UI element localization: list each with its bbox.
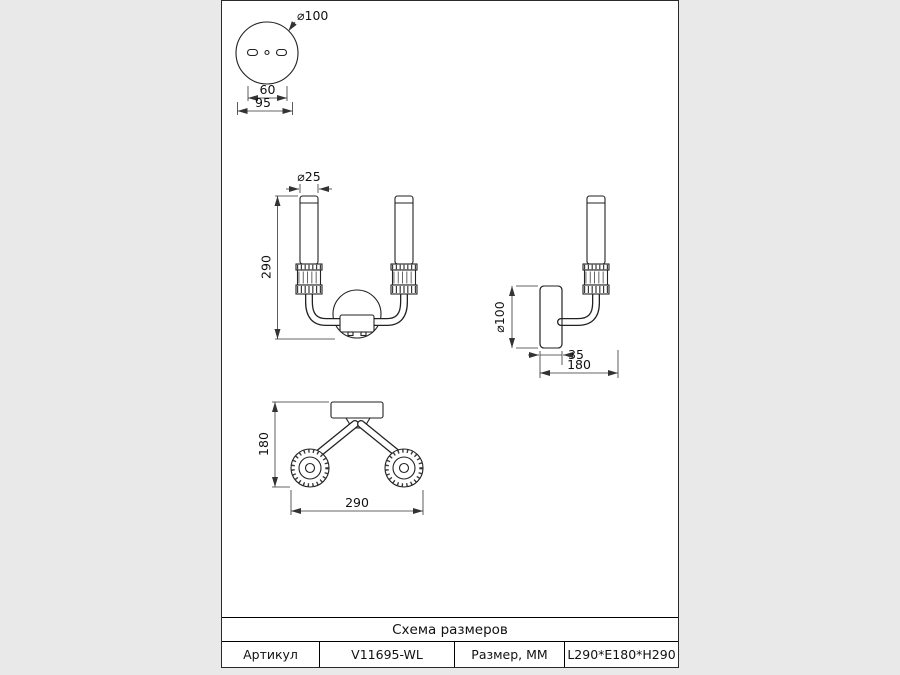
top-view: 180 290 <box>256 401 425 515</box>
dim-label-backplate-diameter: ⌀100 <box>297 8 328 23</box>
table-row: Артикул V11695-WL Размер, ММ L290*E180*H… <box>222 642 678 667</box>
dim-label-depth: 180 <box>567 357 591 372</box>
dim-label-candle-diameter: ⌀25 <box>297 169 320 184</box>
article-label: Артикул <box>222 642 320 667</box>
dim-label-hole-spacing: 60 <box>260 82 276 97</box>
front-view: ⌀25 290 <box>259 169 418 340</box>
dim-label-plate-depth: 35 <box>568 347 584 362</box>
technical-drawing: ⌀100 60 95 ⌀25 <box>235 8 619 515</box>
size-value: L290*E180*H290 <box>567 647 676 662</box>
dim-label-height: 290 <box>259 255 274 279</box>
article-value: V11695-WL <box>320 642 455 667</box>
dim-label-plate-width: 95 <box>255 95 271 110</box>
table-title: Схема размеров <box>222 618 678 642</box>
dim-label-side-plate-diameter: ⌀100 <box>492 301 507 332</box>
dim-label-top-width: 290 <box>345 495 369 510</box>
drawing-sheet: ⌀100 60 95 ⌀25 <box>221 0 679 668</box>
backplate-view: ⌀100 60 95 <box>235 8 328 115</box>
side-view: ⌀100 35 180 <box>492 195 619 378</box>
size-label: Размер, ММ <box>455 642 565 667</box>
dimensions-table: Схема размеров Артикул V11695-WL Размер,… <box>222 617 678 667</box>
dim-label-top-depth: 180 <box>256 432 271 456</box>
